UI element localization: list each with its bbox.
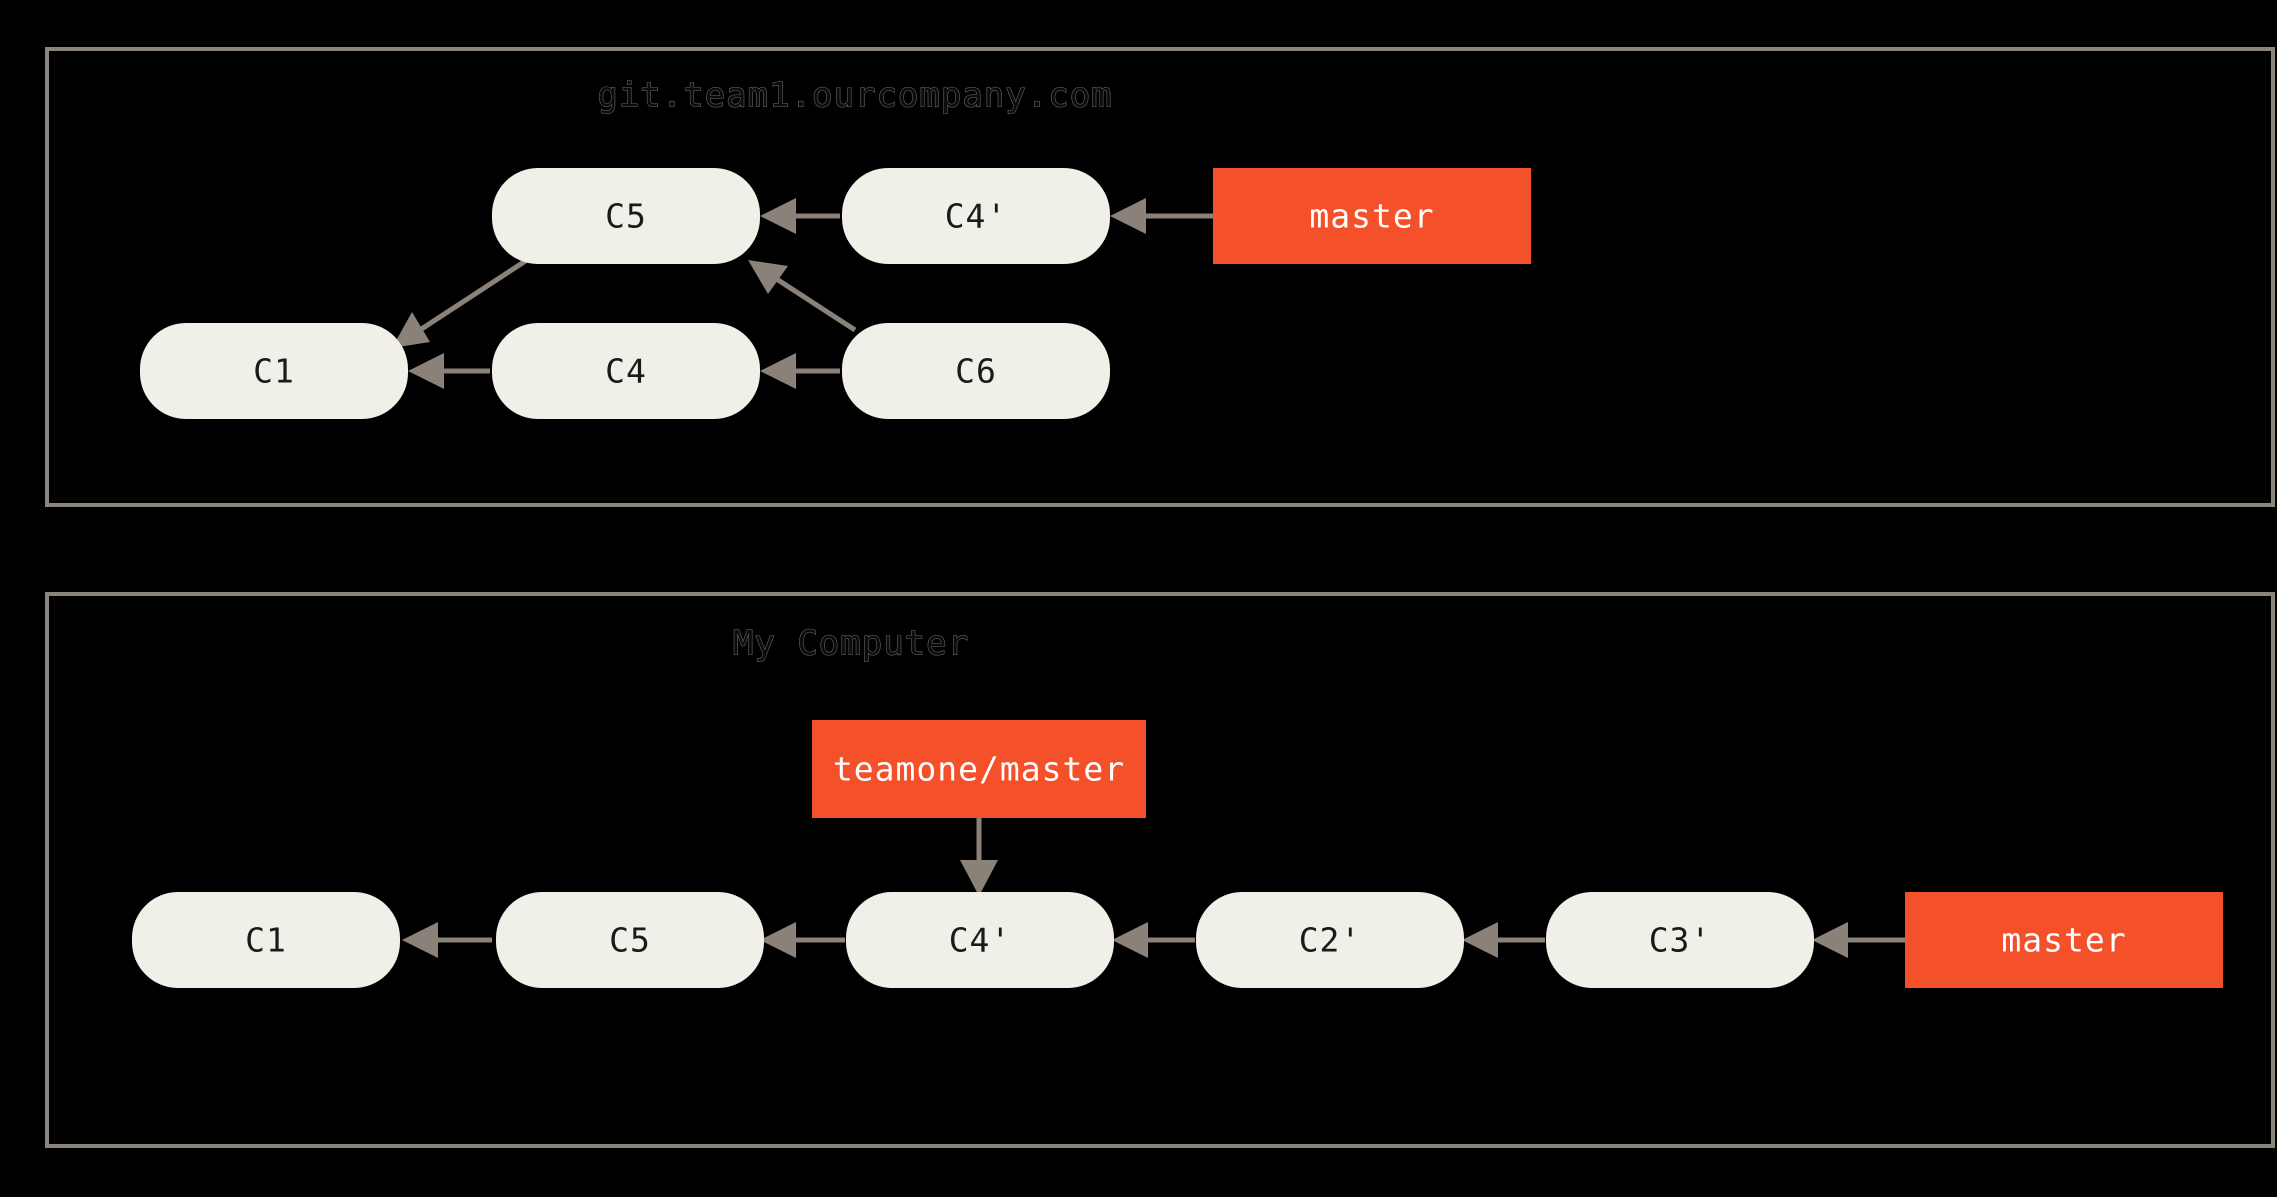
ref-label: teamone/master: [833, 750, 1125, 789]
commit-shape: [132, 892, 400, 988]
commit-label: C5: [605, 197, 647, 236]
ref-master-remote[interactable]: master: [1213, 168, 1531, 264]
commit-label: C1: [245, 921, 287, 960]
commit-label: C4': [949, 921, 1012, 960]
edge-c6-to-c4: [760, 353, 840, 389]
commit-node-local-c1[interactable]: C1: [132, 892, 400, 988]
ref-shape: [1905, 892, 2223, 988]
panel-remote-edges: [392, 198, 1213, 389]
panel-remote-border: [45, 47, 2275, 507]
ref-shape: [812, 720, 1146, 818]
panel-local-border: [45, 592, 2275, 1148]
edge-local-c5-to-c1: [402, 922, 492, 958]
edge-local-c2prime-to-c4prime: [1112, 922, 1195, 958]
edge-teamone-master-to-c4prime: [960, 818, 998, 896]
ref-master-local[interactable]: master: [1905, 892, 2223, 988]
commit-label: C5: [609, 921, 651, 960]
commit-shape: [1196, 892, 1464, 988]
edge-c6-to-c5: [748, 260, 857, 333]
commit-label: C4': [945, 197, 1008, 236]
panel-local: My Computer: [45, 592, 2275, 1148]
commit-node-c5[interactable]: C5: [492, 168, 760, 264]
edge-c4-to-c1: [408, 353, 490, 389]
commit-label: C1: [253, 352, 295, 391]
panel-local-edges: [402, 818, 1905, 958]
commit-shape: [492, 168, 760, 264]
commit-shape: [140, 323, 408, 419]
commit-label: C4: [605, 352, 647, 391]
ref-teamone-master[interactable]: teamone/master: [812, 720, 1146, 818]
commit-node-c4[interactable]: C4: [492, 323, 760, 419]
commit-node-local-c2prime[interactable]: C2': [1196, 892, 1464, 988]
panel-local-title: My Computer: [733, 624, 969, 664]
edge-c4prime-to-c5: [760, 198, 840, 234]
commit-node-local-c3prime[interactable]: C3': [1546, 892, 1814, 988]
commit-node-c6[interactable]: C6: [842, 323, 1110, 419]
commit-label: C2': [1299, 921, 1362, 960]
commit-node-local-c5[interactable]: C5: [496, 892, 764, 988]
commit-shape: [492, 323, 760, 419]
ref-label: master: [1309, 197, 1434, 236]
commit-label: C6: [955, 352, 997, 391]
panel-remote: git.team1.ourcompany.com: [45, 47, 2275, 507]
edge-master-to-c4prime: [1110, 198, 1213, 234]
ref-shape: [1213, 168, 1531, 264]
commit-node-local-c4prime[interactable]: C4': [846, 892, 1114, 988]
ref-label: master: [2001, 921, 2126, 960]
commit-shape: [496, 892, 764, 988]
commit-label: C3': [1649, 921, 1712, 960]
commit-node-c4prime[interactable]: C4': [842, 168, 1110, 264]
commit-shape: [842, 168, 1110, 264]
commit-node-c1[interactable]: C1: [140, 323, 408, 419]
edge-local-c3prime-to-c2prime: [1462, 922, 1545, 958]
commit-shape: [1546, 892, 1814, 988]
commit-shape: [846, 892, 1114, 988]
edge-c5-to-c1: [392, 255, 532, 348]
edge-local-c4prime-to-c5: [760, 922, 845, 958]
panel-remote-title: git.team1.ourcompany.com: [597, 76, 1112, 116]
commit-shape: [842, 323, 1110, 419]
edge-local-master-to-c3prime: [1812, 922, 1905, 958]
